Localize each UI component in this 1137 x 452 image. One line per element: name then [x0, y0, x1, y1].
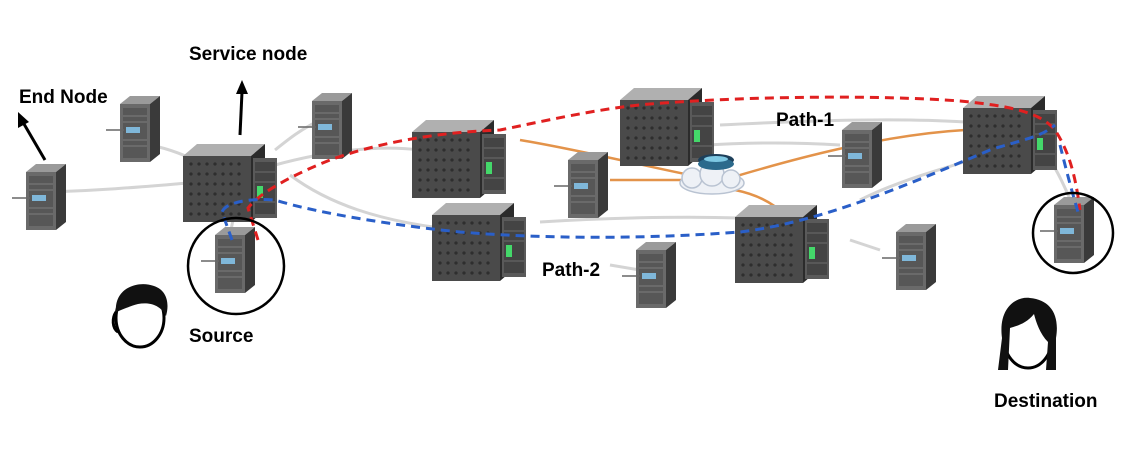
destination-highlight-ring [1031, 191, 1115, 275]
end-node-right-mid [827, 121, 883, 189]
end-node-mid [553, 151, 609, 219]
end-node-lower-right [881, 223, 937, 291]
cloud-hub-icon [679, 154, 745, 195]
destination-node [1039, 196, 1095, 264]
service-node-lower [431, 202, 527, 282]
arrow-icon [236, 80, 248, 136]
destination-label: Destination [994, 391, 1098, 412]
service-node-label: Service node [189, 44, 308, 65]
path-1-label: Path-1 [776, 110, 835, 131]
arrow-icon [18, 112, 47, 161]
service-node-left [182, 143, 278, 223]
end-node-label: End Node [19, 87, 108, 108]
end-node-lower-mid [621, 241, 677, 309]
path-1-route [246, 95, 1082, 241]
cloud-links [519, 128, 966, 216]
end-node-top-left [105, 95, 161, 163]
source-node [200, 226, 256, 294]
source-label: Source [189, 326, 254, 347]
source-highlight-ring [186, 216, 286, 316]
person-icon [998, 297, 1057, 370]
path-2-route [220, 123, 1080, 241]
person-icon [111, 282, 169, 349]
path-2-label: Path-2 [542, 260, 601, 281]
service-node-top-center [619, 87, 715, 167]
end-node-left [11, 163, 67, 231]
